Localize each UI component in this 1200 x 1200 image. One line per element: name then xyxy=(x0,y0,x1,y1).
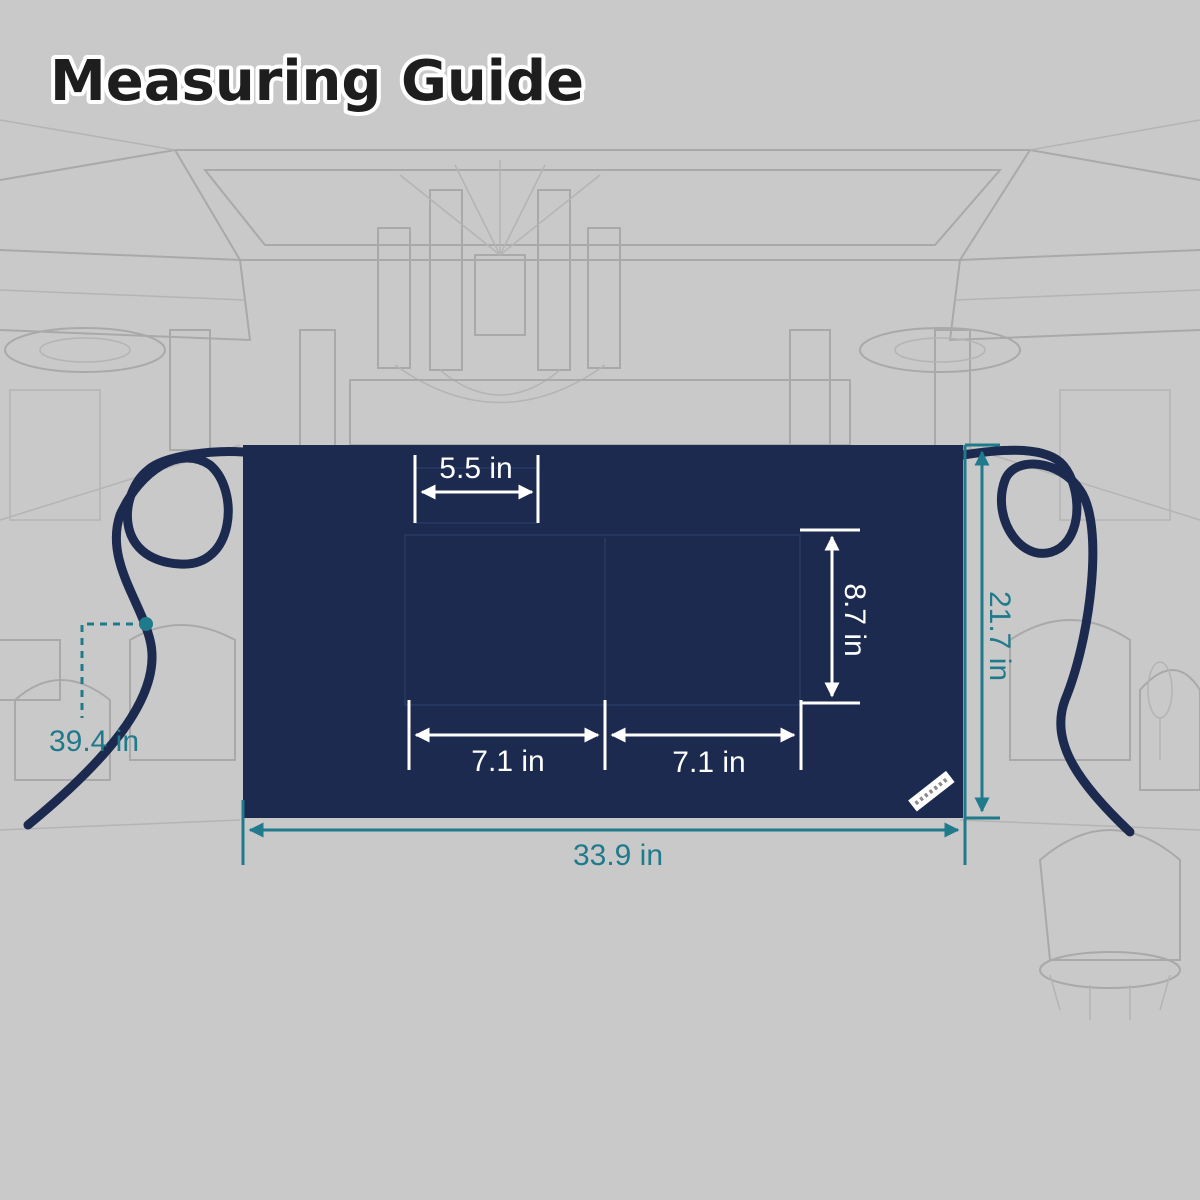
interior-sketch xyxy=(0,119,1200,1020)
tie-length-label: 39.4 in xyxy=(49,725,139,758)
right-pocket-width-label: 7.1 in xyxy=(672,746,745,779)
page-title: Measuring Guide xyxy=(50,49,584,114)
pocket-height-label: 8.7 in xyxy=(838,583,871,656)
right-tie xyxy=(958,445,1135,837)
left-tie xyxy=(23,447,248,830)
apron-width-label: 33.9 in xyxy=(573,839,663,872)
pencil-pocket-width-label: 5.5 in xyxy=(439,452,512,485)
inner-dimensions xyxy=(407,455,860,770)
brand-tag xyxy=(908,770,955,812)
apron-ties xyxy=(23,445,1135,837)
front-pocket xyxy=(404,534,801,706)
tie-length-marker-dot xyxy=(139,617,153,631)
apron-body xyxy=(243,445,963,818)
apron-height-label: 21.7 in xyxy=(983,591,1016,681)
outer-dimensions xyxy=(80,443,1000,865)
left-pocket-width-label: 7.1 in xyxy=(471,745,544,778)
